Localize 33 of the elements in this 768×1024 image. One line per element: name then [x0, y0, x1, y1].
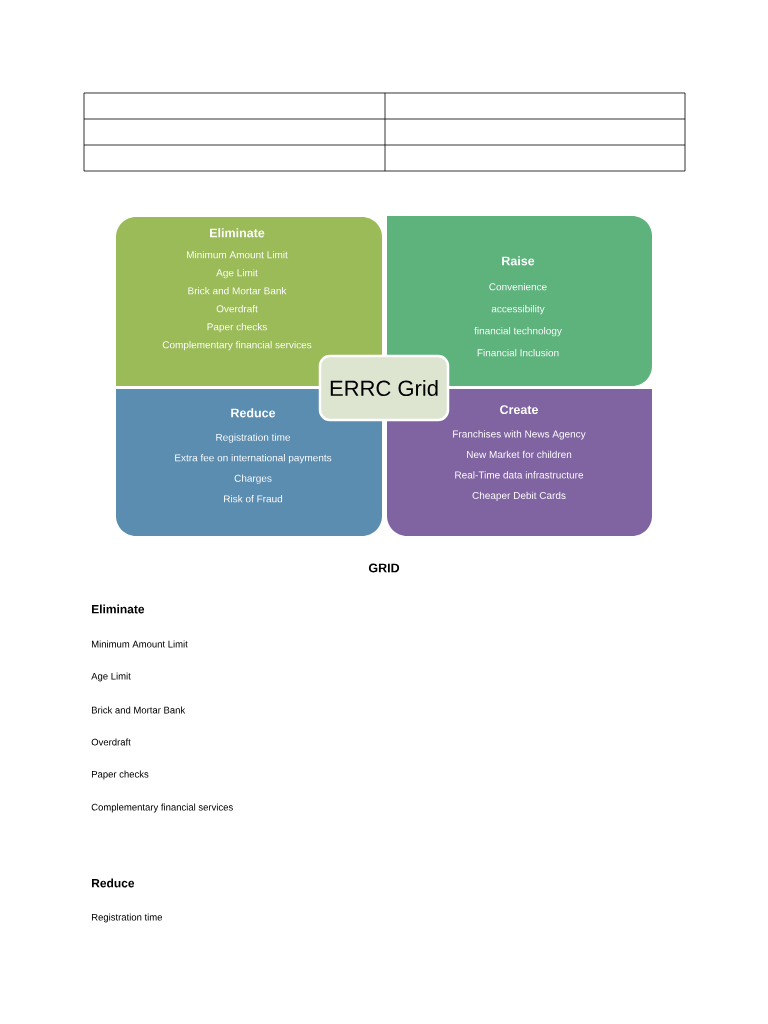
list-item: accessibility [491, 305, 545, 315]
section-heading: Eliminate [92, 604, 145, 614]
quadrant-heading: Reduce [231, 408, 276, 418]
section-title: GRID [368, 563, 400, 573]
list-item: Franchises with News Agency [453, 430, 586, 440]
list-item: Real-Time data infrastructure [455, 471, 584, 479]
list-item: New Market for children [467, 450, 572, 459]
quadrant-heading: Create [500, 405, 539, 415]
list-item: Overdraft [216, 305, 258, 313]
list-item: Complementary financial services [91, 803, 233, 813]
list-item: Risk of Fraud [224, 495, 283, 503]
list-item: Minimum Amount Limit [186, 251, 288, 259]
list-item: Overdraft [91, 738, 131, 746]
section-heading: Reduce [92, 878, 135, 888]
list-item: Registration time [216, 433, 291, 443]
list-item: Brick and Mortar Bank [188, 287, 287, 295]
quadrant-heading: Eliminate [210, 228, 265, 238]
list-item: Brick and Mortar Bank [92, 706, 186, 714]
list-item: Charges [234, 474, 272, 484]
list-item: Registration time [92, 913, 163, 923]
list-item: Paper checks [92, 770, 149, 780]
list-item: Extra fee on international payments [175, 454, 332, 464]
list-item: Complementary financial services [162, 341, 312, 351]
list-item: Convenience [489, 283, 547, 291]
list-item: Age Limit [91, 672, 131, 682]
list-item: Cheaper Debit Cards [472, 491, 566, 501]
list-item: Financial Inclusion [477, 349, 559, 357]
list-item: financial technology [474, 327, 562, 337]
list-item: Paper checks [207, 323, 267, 333]
quadrant-heading: Raise [502, 256, 535, 266]
list-item: Age Limit [216, 269, 258, 279]
center-box: ERRC Grid [318, 354, 450, 422]
list-item: Minimum Amount Limit [92, 640, 188, 648]
